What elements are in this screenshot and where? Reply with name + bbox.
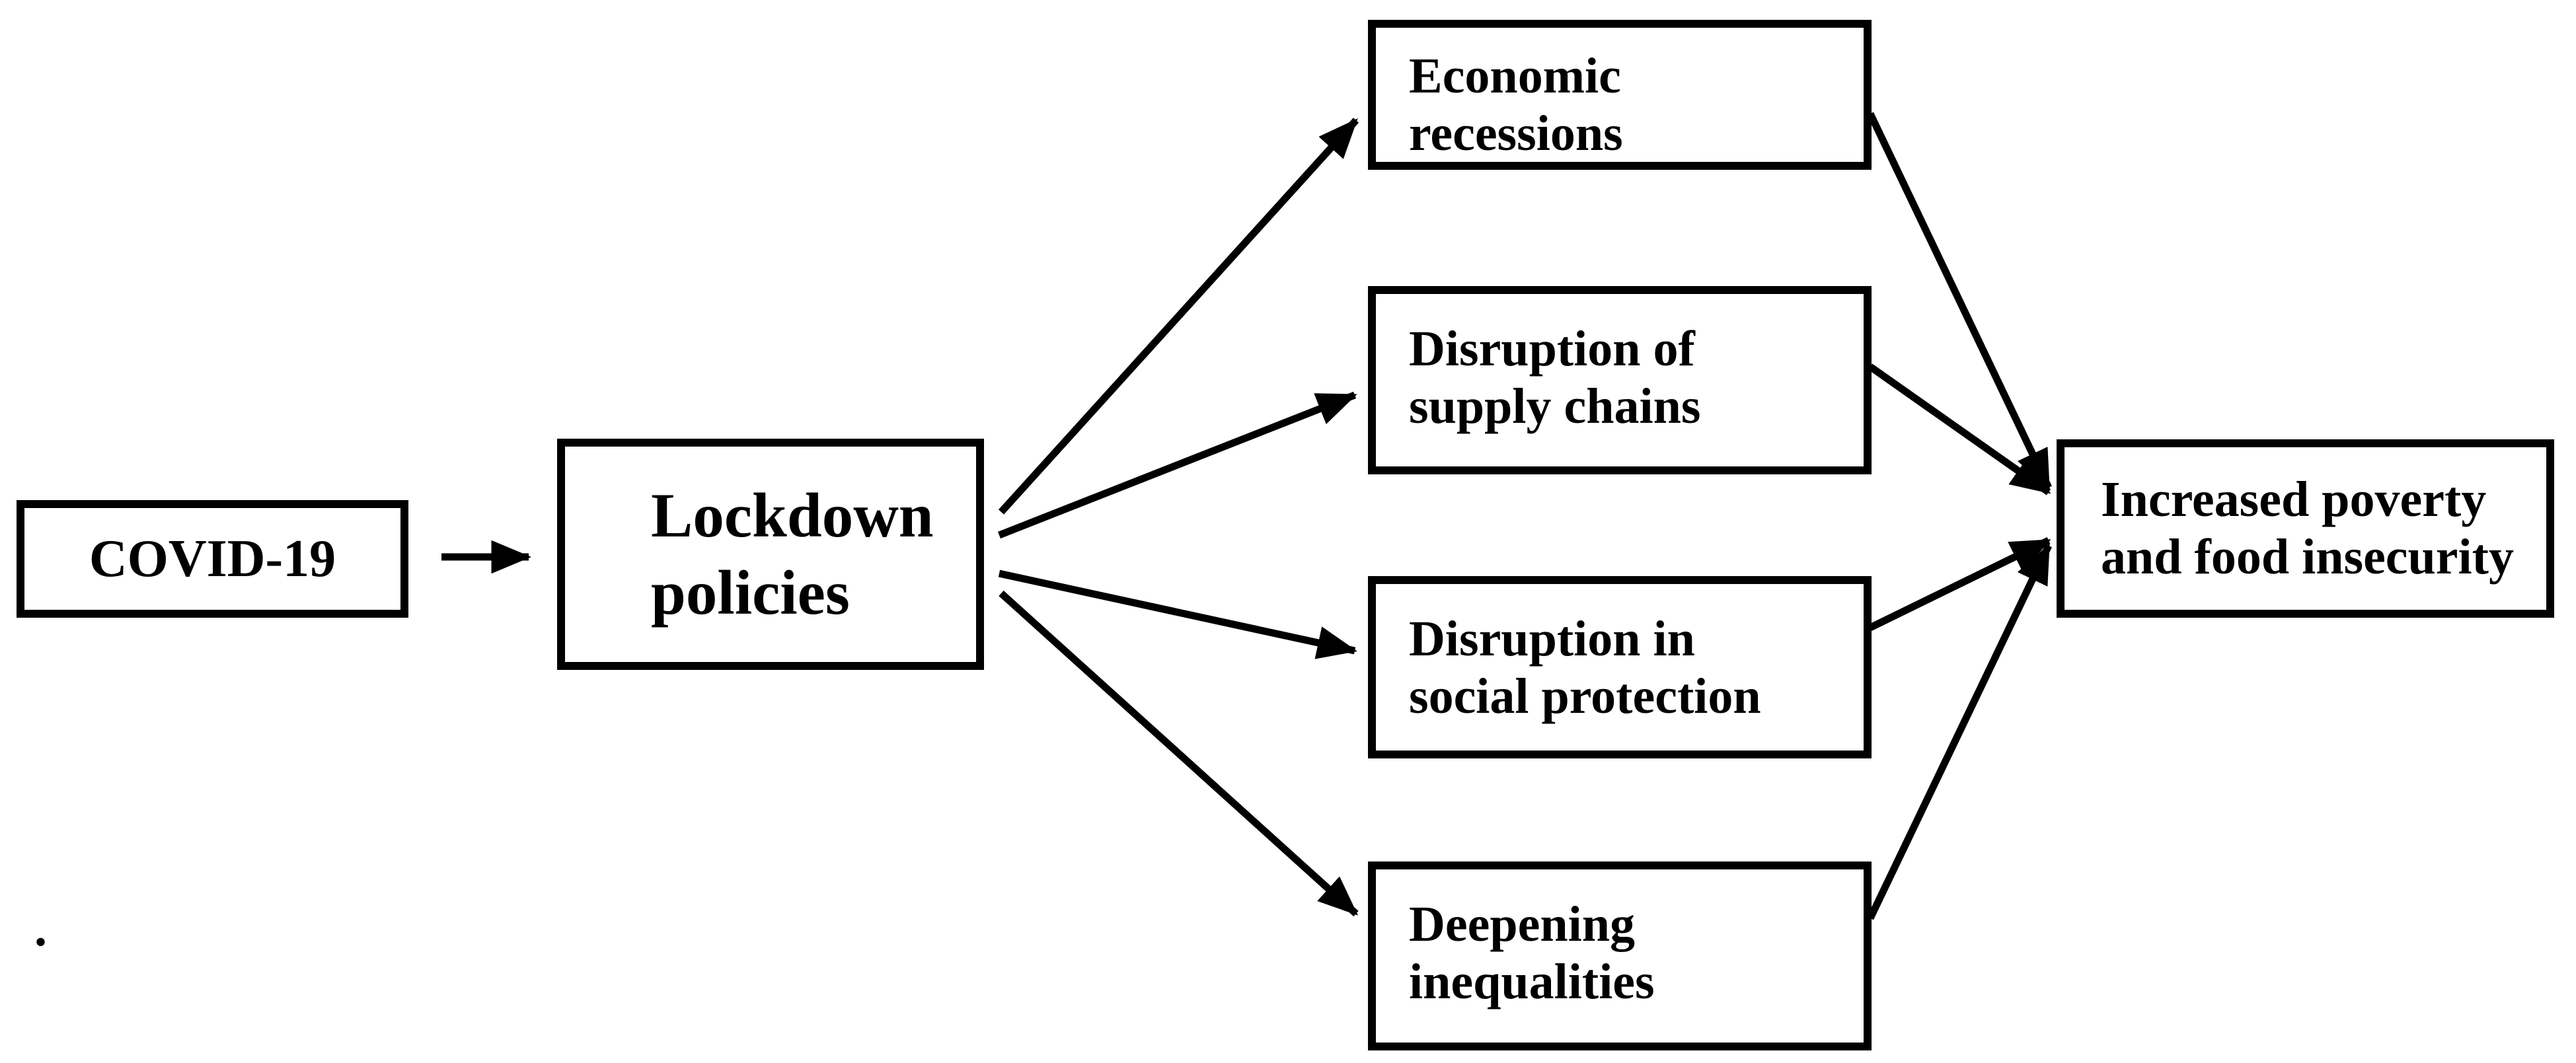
node-economic-recessions-label-line1: Economic — [1409, 48, 1621, 104]
arrow-deepening-to-outcome — [1867, 543, 2052, 920]
arrow-lockdown-to-supply — [997, 391, 1357, 539]
node-increased-poverty-food-insecurity: Increased poverty and food insecurity — [2057, 439, 2554, 618]
arrow-lockdown-to-social — [998, 569, 1357, 659]
arrow-economic-to-outcome — [1867, 112, 2052, 490]
node-economic-recessions-label-line2: recessions — [1409, 106, 1623, 162]
arrow-social-to-outcome — [1868, 537, 2051, 631]
node-lockdown-policies: Lockdown policies — [557, 439, 984, 670]
node-covid-19: COVID-19 — [17, 500, 408, 618]
node-deepening-inequalities: Deepening inequalities — [1368, 861, 1872, 1050]
node-disruption-social-protection: Disruption in social protection — [1368, 576, 1872, 758]
arrow-lockdown-to-deepening — [999, 590, 1359, 917]
node-lockdown-policies-label-line2: policies — [651, 558, 850, 628]
node-deepening-inequalities-label-line2: inequalities — [1409, 954, 1655, 1010]
node-covid-19-label: COVID-19 — [89, 529, 336, 588]
node-disruption-supply-chains: Disruption of supply chains — [1368, 286, 1872, 474]
node-increased-poverty-label-line1: Increased poverty — [2101, 471, 2487, 527]
node-increased-poverty-label-line2: and food insecurity — [2101, 529, 2514, 585]
node-disruption-social-protection-label-line1: Disruption in — [1409, 611, 1695, 667]
node-economic-recessions: Economic recessions — [1368, 20, 1872, 170]
node-disruption-supply-chains-label-line1: Disruption of — [1409, 321, 1695, 377]
node-lockdown-policies-label-line1: Lockdown — [651, 480, 934, 551]
node-disruption-social-protection-label-line2: social protection — [1409, 669, 1761, 725]
arrow-supply-to-outcome — [1868, 363, 2051, 495]
node-disruption-supply-chains-label-line2: supply chains — [1409, 379, 1701, 435]
arrow-lockdown-to-economic — [998, 118, 1359, 515]
stray-period-text: . — [34, 901, 47, 957]
node-deepening-inequalities-label-line1: Deepening — [1409, 897, 1635, 952]
